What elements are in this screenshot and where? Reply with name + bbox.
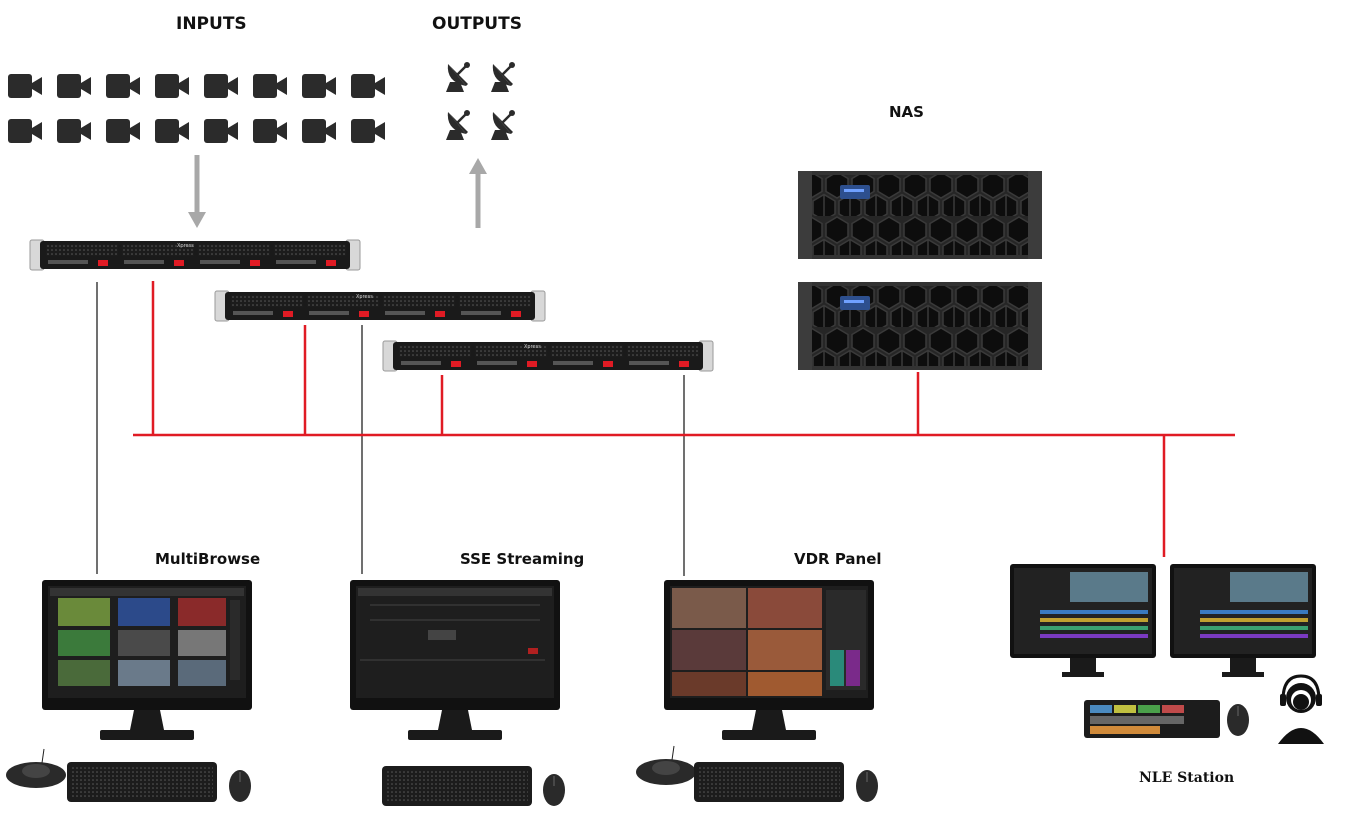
vdr-workstation	[635, 580, 879, 803]
sse-workstation	[350, 580, 566, 807]
server-brand-text: Xpress	[524, 344, 541, 350]
flow-arrows	[188, 155, 487, 228]
server-brand-text: Xpress	[356, 294, 373, 300]
nle-station-label: NLE Station	[1139, 770, 1235, 786]
server-1: Xpress	[29, 239, 361, 271]
signal-links	[96, 282, 685, 576]
multibrowse-screen	[50, 588, 244, 686]
headset-operator-icon	[1278, 674, 1324, 744]
multibrowse-label: MultiBrowse	[155, 550, 261, 568]
network-bus	[133, 281, 1235, 557]
inputs-label: INPUTS	[176, 14, 247, 34]
server-brand-text: Xpress	[177, 243, 194, 249]
nas-storage	[798, 171, 1042, 370]
nle-workstation	[1010, 564, 1316, 738]
nas-label: NAS	[889, 103, 924, 121]
server-3: Xpress	[382, 340, 714, 372]
outputs-label: OUTPUTS	[432, 14, 522, 34]
vdr-screen	[672, 588, 866, 696]
server-2: Xpress	[214, 290, 546, 322]
input-cameras	[8, 74, 385, 143]
multibrowse-workstation	[5, 580, 252, 803]
vdr-panel-label: VDR Panel	[794, 550, 882, 568]
sse-streaming-label: SSE Streaming	[460, 550, 585, 568]
output-satellites	[444, 60, 517, 142]
sse-screen	[358, 588, 552, 661]
